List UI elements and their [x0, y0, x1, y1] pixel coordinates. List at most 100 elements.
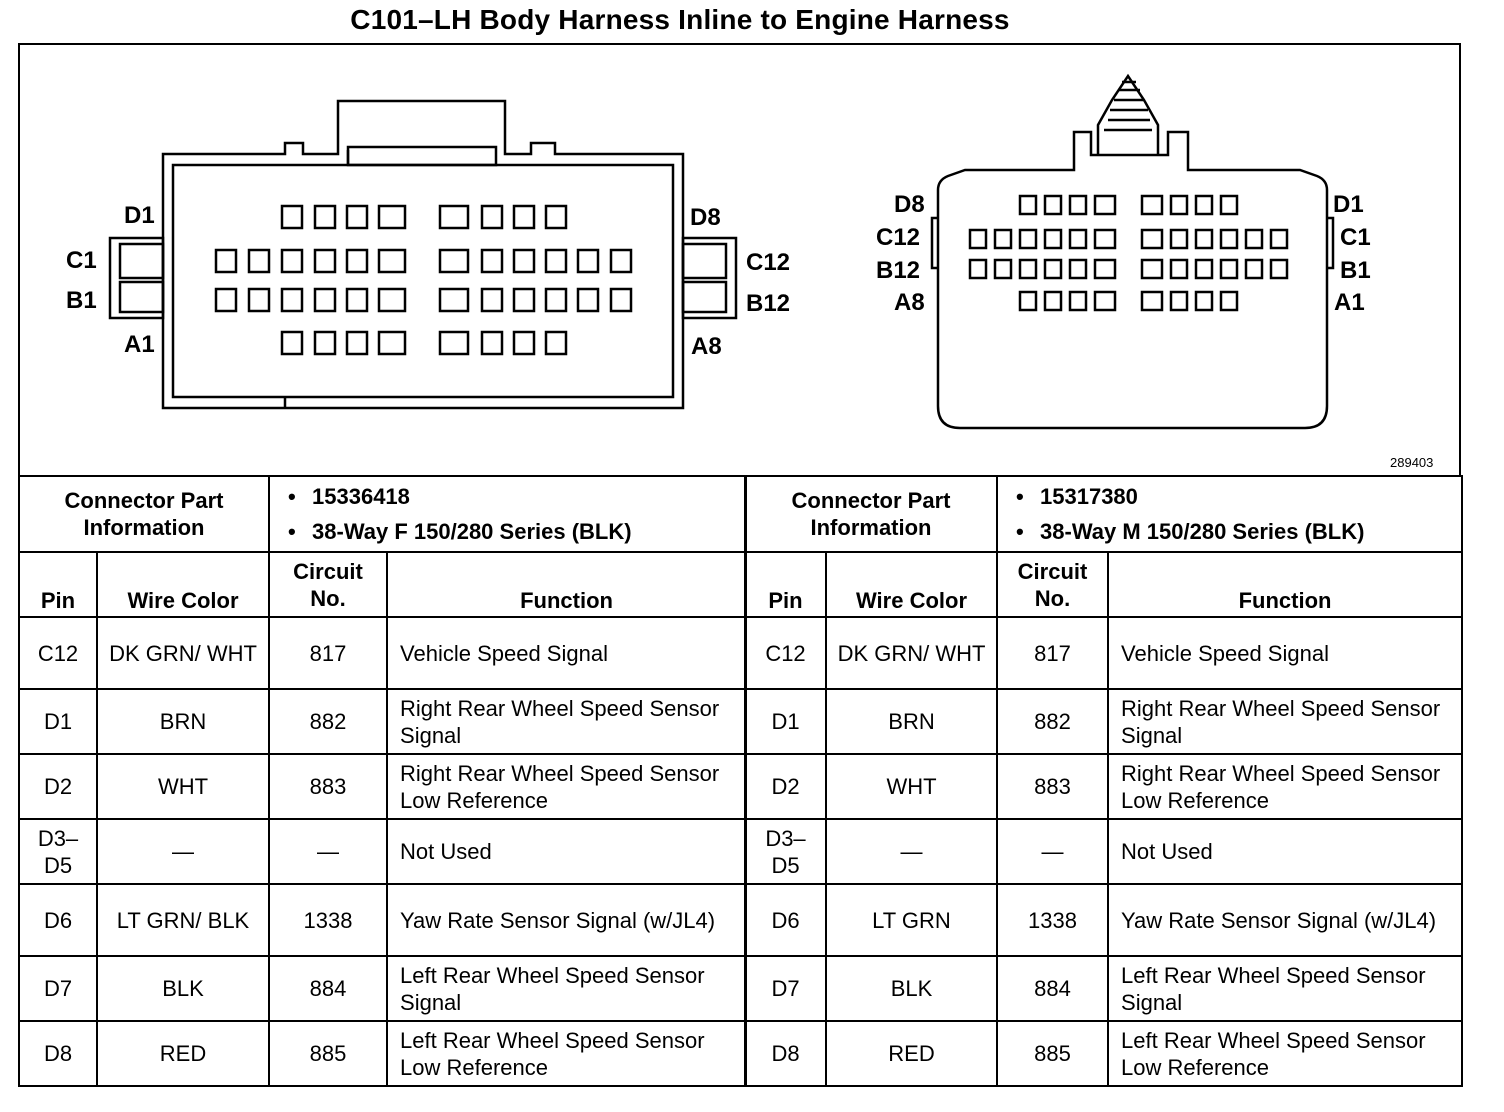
cell-circuit: 882 [268, 688, 389, 755]
cell-function: Right Rear Wheel Speed Sensor Signal [1107, 688, 1464, 755]
table-row: D3– D5 — — Not Used [18, 818, 748, 885]
cell-function: Left Rear Wheel Speed Sensor Signal [386, 955, 748, 1022]
cell-wire-color: DK GRN/ WHT [824, 616, 999, 690]
cell-circuit: 817 [996, 616, 1110, 690]
connector-diagram: D1 C1 B1 A1 D8 C12 B12 A8 D8 C12 B12 A8 … [66, 73, 1371, 430]
cell-function: Right Rear Wheel Speed Sensor Signal [386, 688, 748, 755]
cell-wire-color: RED [95, 1020, 271, 1087]
table-row: D7 BLK 884 Left Rear Wheel Speed Sensor … [744, 955, 1464, 1022]
table-row: D8 RED 885 Left Rear Wheel Speed Sensor … [18, 1020, 748, 1087]
connector-description: 38-Way M 150/280 Series (BLK) [1040, 519, 1365, 544]
right-label-c1: C1 [1340, 224, 1371, 251]
cell-wire-color: BRN [824, 688, 999, 755]
table-row: D1 BRN 882 Right Rear Wheel Speed Sensor… [18, 688, 748, 755]
cell-function: Left Rear Wheel Speed Sensor Low Referen… [386, 1020, 748, 1087]
cell-circuit: 883 [996, 753, 1110, 820]
cell-circuit: 817 [268, 616, 389, 690]
cell-wire-color: WHT [95, 753, 271, 820]
table-header-row: Pin Wire Color Circuit No. Function [18, 551, 748, 618]
left-label-c12: C12 [746, 249, 790, 276]
cell-pin: D6 [18, 883, 98, 957]
left-pinout-table: Connector Part Information •15336418 •38… [17, 475, 748, 1087]
figure-number: 289403 [1390, 455, 1434, 470]
left-label-b12: B12 [746, 290, 790, 317]
cell-circuit: 882 [996, 688, 1110, 755]
right-label-c12: C12 [876, 224, 920, 251]
cell-pin: D7 [744, 955, 827, 1022]
cell-pin: C12 [18, 616, 98, 690]
cell-wire-color: BRN [95, 688, 271, 755]
cell-pin: D3– D5 [744, 818, 827, 885]
cell-wire-color: — [95, 818, 271, 885]
left-label-a1: A1 [124, 331, 155, 358]
cell-function: Not Used [1107, 818, 1464, 885]
cell-function: Vehicle Speed Signal [1107, 616, 1464, 690]
cell-circuit: — [996, 818, 1110, 885]
right-label-b12: B12 [876, 257, 920, 284]
right-label-d8: D8 [894, 191, 925, 218]
right-label-a1: A1 [1334, 289, 1365, 316]
cell-circuit: 885 [268, 1020, 389, 1087]
cell-pin: D2 [18, 753, 98, 820]
header-function: Function [386, 551, 748, 618]
header-function: Function [1107, 551, 1464, 618]
cell-wire-color: WHT [824, 753, 999, 820]
cell-pin: D2 [744, 753, 827, 820]
connector-info-row: Connector Part Information •15336418 •38… [17, 475, 748, 553]
cell-wire-color: DK GRN/ WHT [95, 616, 271, 690]
left-terminal-cavities [214, 204, 633, 356]
cell-circuit: 884 [268, 955, 389, 1022]
header-circuit: Circuit No. [996, 551, 1110, 618]
left-label-c1: C1 [66, 247, 97, 274]
header-wire-color: Wire Color [824, 551, 999, 618]
header-pin: Pin [18, 551, 98, 618]
cell-wire-color: LT GRN/ BLK [95, 883, 271, 957]
header-wire-color: Wire Color [95, 551, 271, 618]
part-number: 15336418 [312, 484, 410, 509]
connector-info-values: •15317380 •38-Way M 150/280 Series (BLK) [996, 475, 1464, 553]
connector-info-label: Connector Part Information [17, 475, 271, 553]
connector-info-values: •15336418 •38-Way F 150/280 Series (BLK) [268, 475, 748, 553]
connector-diagram-frame [18, 43, 1461, 475]
cell-pin: D1 [744, 688, 827, 755]
cell-pin: D6 [744, 883, 827, 957]
right-label-a8: A8 [894, 289, 925, 316]
table-row: D2 WHT 883 Right Rear Wheel Speed Sensor… [18, 753, 748, 820]
left-label-a8: A8 [691, 333, 722, 360]
table-row: C12 DK GRN/ WHT 817 Vehicle Speed Signal [18, 616, 748, 690]
cell-function: Not Used [386, 818, 748, 885]
cell-function: Right Rear Wheel Speed Sensor Low Refere… [1107, 753, 1464, 820]
cell-pin: D1 [18, 688, 98, 755]
cell-circuit: 885 [996, 1020, 1110, 1087]
left-label-b1: B1 [66, 287, 97, 314]
part-number: 15317380 [1040, 484, 1138, 509]
table-row: D6 LT GRN 1338 Yaw Rate Sensor Signal (w… [744, 883, 1464, 957]
left-label-d8: D8 [690, 204, 721, 231]
cell-function: Yaw Rate Sensor Signal (w/JL4) [1107, 883, 1464, 957]
left-connector-face [108, 99, 738, 410]
cell-circuit: 883 [268, 753, 389, 820]
cell-circuit: 1338 [996, 883, 1110, 957]
table-row: D1 BRN 882 Right Rear Wheel Speed Sensor… [744, 688, 1464, 755]
cell-pin: C12 [744, 616, 827, 690]
cell-wire-color: RED [824, 1020, 999, 1087]
cell-pin: D7 [18, 955, 98, 1022]
table-row: D7 BLK 884 Left Rear Wheel Speed Sensor … [18, 955, 748, 1022]
table-row: C12 DK GRN/ WHT 817 Vehicle Speed Signal [744, 616, 1464, 690]
cell-function: Left Rear Wheel Speed Sensor Low Referen… [1107, 1020, 1464, 1087]
page-title: C101–LH Body Harness Inline to Engine Ha… [350, 4, 1010, 35]
cell-pin: D3– D5 [18, 818, 98, 885]
connector-info-row: Connector Part Information •15317380 •38… [743, 475, 1464, 553]
cell-function: Yaw Rate Sensor Signal (w/JL4) [386, 883, 748, 957]
header-circuit: Circuit No. [268, 551, 389, 618]
right-terminal-cavities [968, 194, 1289, 312]
header-pin: Pin [744, 551, 827, 618]
connector-info-label: Connector Part Information [743, 475, 999, 553]
cell-circuit: 1338 [268, 883, 389, 957]
cell-wire-color: BLK [824, 955, 999, 1022]
right-pinout-table: Connector Part Information •15317380 •38… [743, 475, 1464, 1087]
cell-wire-color: BLK [95, 955, 271, 1022]
cell-pin: D8 [18, 1020, 98, 1087]
cell-circuit: 884 [996, 955, 1110, 1022]
cell-function: Vehicle Speed Signal [386, 616, 748, 690]
